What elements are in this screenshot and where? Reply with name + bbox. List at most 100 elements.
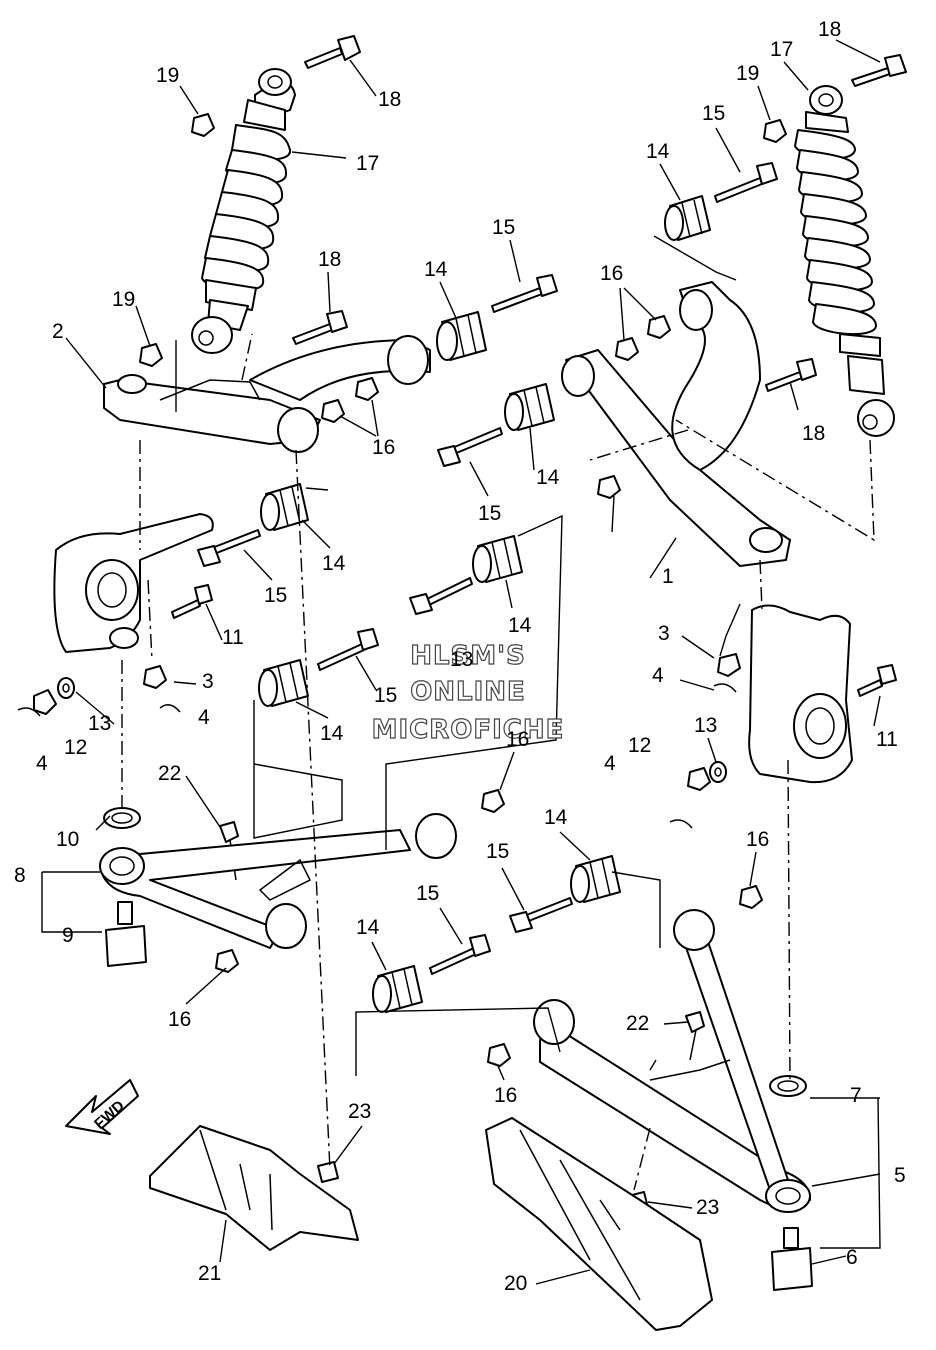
circlip-10[interactable] — [103, 807, 141, 829]
callout-3: 3 — [658, 622, 670, 645]
nut-12-left[interactable] — [33, 689, 57, 715]
callout-14: 14 — [320, 722, 344, 745]
bushing-14-c[interactable] — [504, 383, 555, 431]
callout-23: 23 — [348, 1100, 371, 1123]
callout-19: 19 — [156, 64, 179, 87]
callout-11: 11 — [876, 728, 898, 751]
callout-4: 4 — [36, 752, 48, 775]
callout-14: 14 — [424, 258, 448, 281]
callout-6: 6 — [846, 1246, 858, 1269]
callout-19: 19 — [112, 288, 135, 311]
cotter-pin-4-c[interactable] — [713, 683, 737, 693]
nut-16-f[interactable] — [215, 949, 239, 973]
nut-3-right[interactable] — [717, 653, 741, 677]
callout-18: 18 — [802, 422, 825, 445]
bushing-14-b[interactable] — [664, 195, 711, 241]
ball-joint-9[interactable] — [105, 901, 147, 967]
callout-7: 7 — [850, 1084, 862, 1107]
bushing-14-e[interactable] — [472, 535, 523, 583]
callout-14: 14 — [646, 140, 670, 163]
callout-14: 14 — [356, 916, 380, 939]
callout-15: 15 — [492, 216, 515, 239]
bolt-18-upper-arm-left[interactable] — [292, 310, 348, 345]
callout-16: 16 — [746, 828, 769, 851]
callout-22: 22 — [626, 1012, 649, 1035]
guard-21-left[interactable] — [149, 1125, 359, 1251]
upper-arm-2-left[interactable] — [103, 335, 431, 453]
callout-10: 10 — [56, 828, 79, 851]
callout-14: 14 — [536, 466, 560, 489]
right-shock-absorber[interactable] — [794, 85, 895, 437]
callout-14: 14 — [322, 552, 346, 575]
callout-5: 5 — [894, 1164, 906, 1187]
callout-labels: 1 2 3 3 4 4 4 4 5 6 7 8 9 10 11 11 12 12… — [14, 18, 906, 1295]
bolt-11-right[interactable] — [857, 664, 897, 697]
steering-knuckle-right[interactable] — [748, 604, 853, 784]
cotter-pin-4-a[interactable] — [17, 707, 41, 717]
steering-knuckle-left[interactable] — [53, 513, 214, 653]
nut-19-left-top[interactable] — [191, 113, 215, 137]
bushing-14-a[interactable] — [436, 311, 487, 361]
nut-16-e[interactable] — [481, 789, 505, 813]
washer-13-right[interactable] — [709, 761, 727, 783]
washer-13-left[interactable] — [57, 677, 75, 699]
assembly-lines — [41, 235, 881, 1249]
nut-19-right[interactable] — [597, 475, 621, 499]
left-shock-absorber[interactable] — [191, 68, 296, 354]
nut-19-left[interactable] — [139, 343, 163, 367]
circlip-7[interactable] — [769, 1075, 807, 1097]
bolt-18-upper-arm-right[interactable] — [765, 358, 817, 392]
callout-leaders — [65, 39, 881, 1285]
screw-22-right[interactable] — [685, 1011, 705, 1061]
upper-arm-1-right[interactable] — [561, 281, 791, 567]
bushing-14-f[interactable] — [258, 659, 309, 707]
nut-16-d[interactable] — [647, 315, 671, 339]
bolt-15-c[interactable] — [437, 427, 503, 467]
nut-12-right[interactable] — [687, 767, 711, 791]
lower-arm-5-right[interactable] — [533, 909, 811, 1213]
bushing-14-d[interactable] — [260, 483, 309, 531]
callout-14: 14 — [508, 614, 532, 637]
callout-3: 3 — [202, 670, 214, 693]
nut-16-c[interactable] — [615, 337, 639, 361]
watermark: HLSM'S ONLINE MICROFICHE — [371, 640, 564, 745]
bolt-11-left[interactable] — [171, 584, 213, 619]
callout-21: 21 — [198, 1262, 221, 1285]
guard-20-right[interactable] — [485, 1117, 713, 1331]
callout-9: 9 — [62, 924, 74, 947]
callout-15: 15 — [264, 584, 287, 607]
nut-16-b[interactable] — [355, 377, 379, 401]
nut-16-h[interactable] — [487, 1043, 511, 1067]
bolt-15-d[interactable] — [197, 529, 261, 567]
callout-19: 19 — [736, 62, 759, 85]
callout-13: 13 — [694, 714, 717, 737]
ball-joint-6[interactable] — [771, 1227, 813, 1291]
bushing-14-h[interactable] — [372, 965, 423, 1013]
bolt-15-h[interactable] — [429, 934, 491, 975]
callout-8: 8 — [14, 864, 26, 887]
bolt-15-a[interactable] — [491, 274, 558, 313]
nut-19-right-top[interactable] — [763, 119, 787, 143]
bolt-18-top-left[interactable] — [304, 35, 361, 69]
bolt-15-e[interactable] — [409, 577, 473, 615]
callout-15: 15 — [374, 684, 397, 707]
nut-16-a[interactable] — [321, 399, 345, 423]
callout-12: 12 — [64, 736, 87, 759]
bolt-15-g[interactable] — [509, 897, 573, 933]
bolt-18-top-right[interactable] — [851, 54, 907, 87]
callout-16: 16 — [494, 1084, 517, 1107]
callout-15: 15 — [416, 882, 439, 905]
bushing-14-g[interactable] — [570, 855, 621, 903]
callout-17: 17 — [356, 152, 379, 175]
callout-23: 23 — [696, 1196, 719, 1219]
nut-16-g[interactable] — [739, 885, 763, 909]
bolt-15-f[interactable] — [317, 628, 379, 671]
nut-3-left[interactable] — [143, 665, 167, 689]
clip-23-left[interactable] — [317, 1161, 339, 1183]
lower-arm-8-left[interactable] — [99, 813, 457, 949]
cotter-pin-4-b[interactable] — [159, 704, 181, 713]
cotter-pin-4-d[interactable] — [669, 819, 693, 829]
watermark-line2: ONLINE — [410, 677, 526, 707]
bolt-15-b[interactable] — [714, 162, 778, 203]
